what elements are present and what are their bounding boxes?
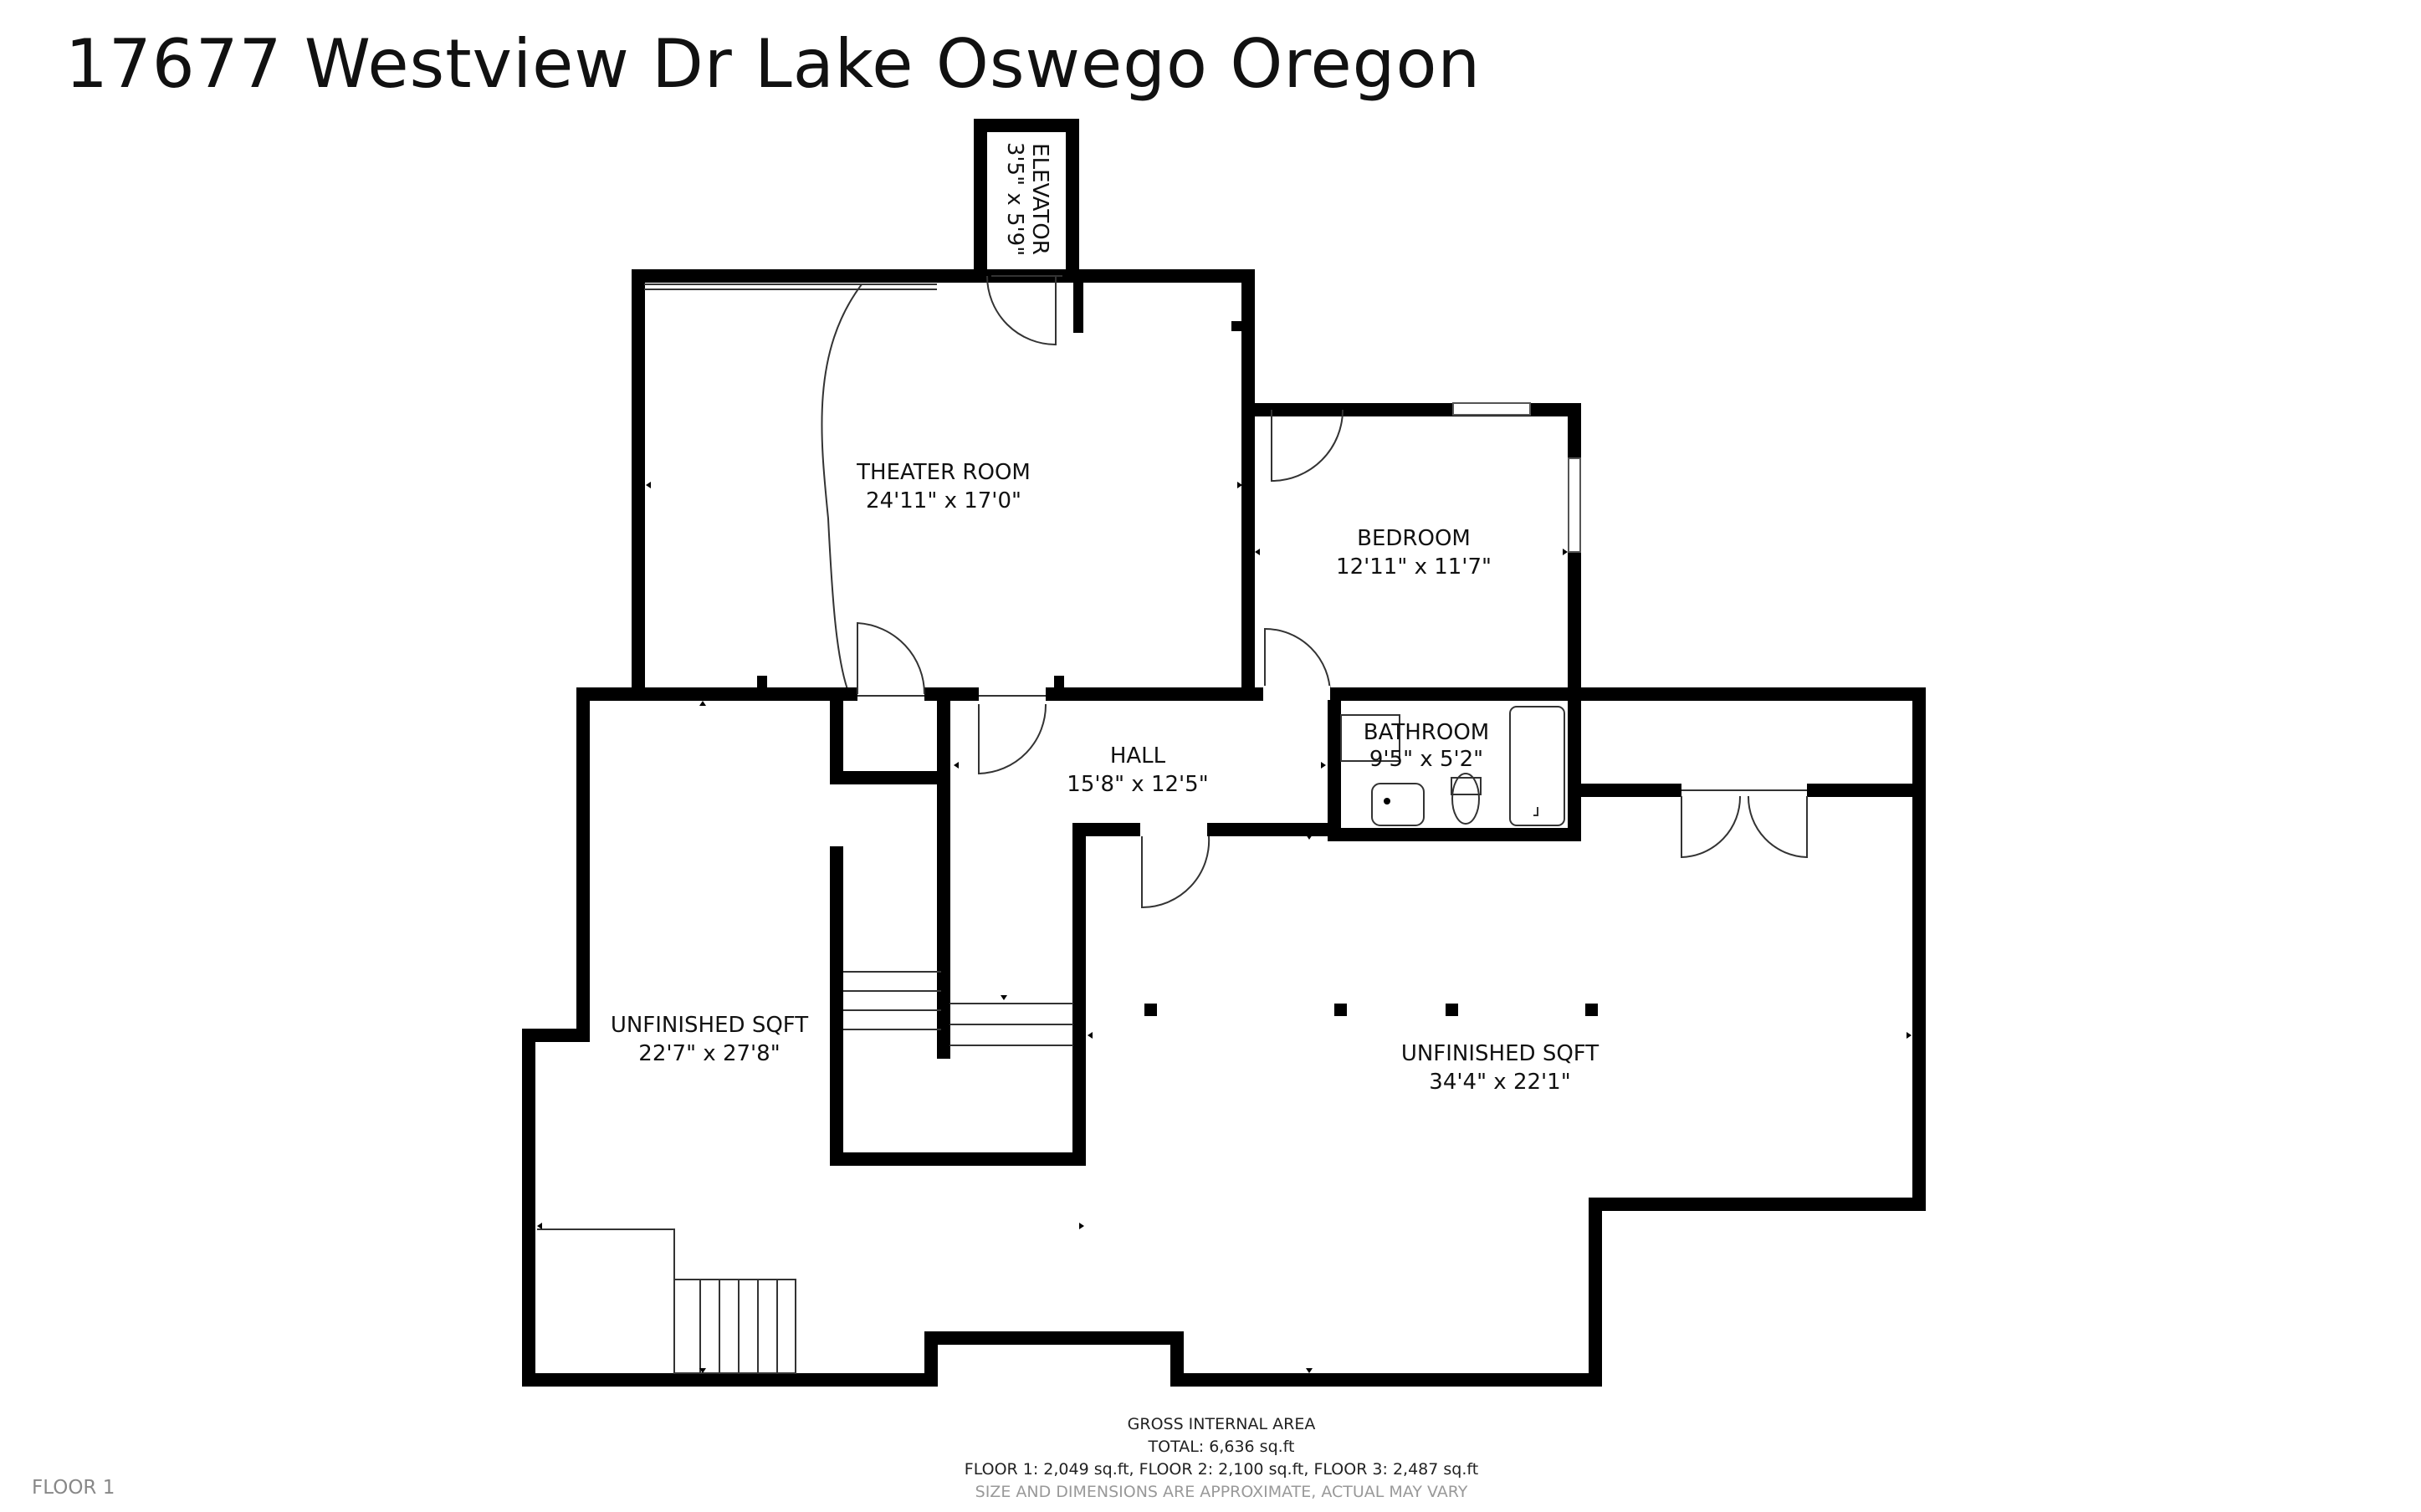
structural-posts (1144, 1004, 1598, 1016)
elevator-shaft (974, 119, 1079, 346)
door-swings (857, 621, 1808, 909)
room-dimensions: 24'11" x 17'0" (866, 488, 1021, 513)
room-name: UNFINISHED SQFT (1401, 1041, 1599, 1066)
room-dimensions: 3'5" x 5'9" (1002, 142, 1027, 256)
door-openings (857, 686, 1807, 838)
room-name: ELEVATOR (1027, 143, 1052, 255)
room-dimensions: 15'8" x 12'5" (1067, 772, 1208, 797)
room-name: UNFINISHED SQFT (611, 1013, 808, 1038)
area-total: TOTAL: 6,636 sq.ft (1148, 1438, 1295, 1456)
room-dimensions: 9'5" x 5'2" (1369, 747, 1483, 772)
area-heading: GROSS INTERNAL AREA (1127, 1415, 1316, 1433)
page-title: 17677 Westview Dr Lake Oswego Oregon (65, 25, 1482, 103)
area-disclaimer: SIZE AND DIMENSIONS ARE APPROXIMATE, ACT… (975, 1483, 1468, 1501)
room-dimensions: 12'11" x 11'7" (1336, 554, 1492, 580)
room-dimensions: 34'4" x 22'1" (1429, 1070, 1570, 1095)
room-label-hall: HALL 15'8" x 12'5" (1067, 743, 1208, 797)
bathroom-fixtures (1328, 700, 1565, 836)
room-name: HALL (1110, 743, 1166, 769)
stairs-left (537, 1228, 796, 1374)
bedroom-walls (1241, 402, 1581, 701)
room-label-bathroom: BATHROOM 9'5" x 5'2" (1364, 720, 1489, 772)
room-dimensions: 22'7" x 27'8" (638, 1041, 780, 1066)
theater-room-walls (632, 269, 1255, 701)
dimension-markers (537, 411, 1912, 1373)
room-label-theater-room: THEATER ROOM 24'11" x 17'0" (856, 460, 1031, 513)
room-label-elevator: ELEVATOR 3'5" x 5'9" (1002, 142, 1052, 256)
room-label-unfinished-right: UNFINISHED SQFT 34'4" x 22'1" (1401, 1041, 1599, 1095)
floor-label: FLOOR 1 (32, 1477, 115, 1499)
lower-level-walls (522, 687, 1926, 1387)
room-name: THEATER ROOM (856, 460, 1031, 485)
room-label-unfinished-left: UNFINISHED SQFT 22'7" x 27'8" (611, 1013, 808, 1066)
room-name: BEDROOM (1357, 526, 1471, 551)
stairs-center (843, 971, 1073, 1046)
room-name: BATHROOM (1364, 720, 1489, 745)
room-label-bedroom: BEDROOM 12'11" x 11'7" (1336, 526, 1492, 580)
gross-area-summary: GROSS INTERNAL AREA TOTAL: 6,636 sq.ft F… (920, 1413, 1523, 1504)
area-floors: FLOOR 1: 2,049 sq.ft, FLOOR 2: 2,100 sq.… (964, 1460, 1479, 1479)
